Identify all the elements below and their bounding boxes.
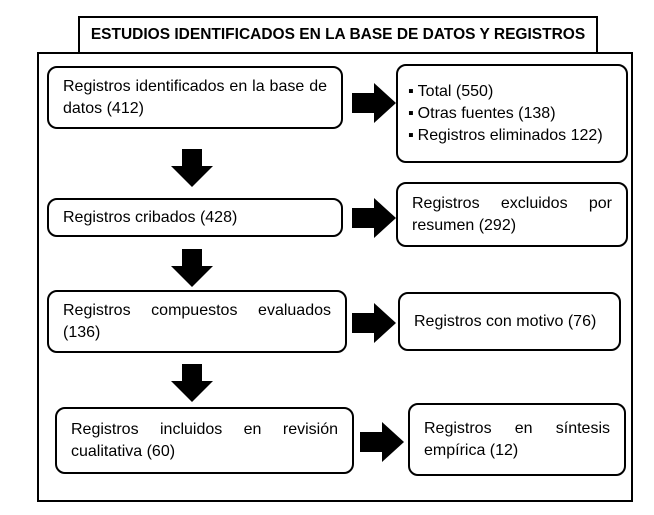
box-excluded-by-abstract-text: Registros excluidos por resumen (292)	[412, 194, 612, 234]
box-qualitative-review-text: Registros incluidos en revisión cualitat…	[71, 420, 338, 460]
box-evaluated-records: Registros compuestos evaluados (136)	[47, 290, 347, 353]
diagram-title: ESTUDIOS IDENTIFICADOS EN LA BASE DE DAT…	[78, 16, 598, 54]
source-counts-list: Total (550) Otras fuentes (138) Registro…	[408, 81, 616, 147]
box-evaluated-records-text: Registros compuestos evaluados (136)	[63, 301, 331, 341]
box-empirical-synthesis: Registros en síntesis empírica (12)	[408, 403, 626, 476]
box-empirical-synthesis-text: Registros en síntesis empírica (12)	[424, 419, 610, 459]
box-screened-records: Registros cribados (428)	[47, 198, 343, 237]
arrow-down-1	[171, 149, 213, 187]
box-source-counts: Total (550) Otras fuentes (138) Registro…	[396, 64, 628, 163]
arrow-right-2	[352, 198, 396, 238]
box-records-with-reason: Registros con motivo (76)	[398, 292, 621, 351]
box-identified-records: Registros identificados en la base de da…	[47, 66, 343, 129]
box-records-with-reason-text: Registros con motivo (76)	[414, 312, 597, 330]
box-excluded-by-abstract: Registros excluidos por resumen (292)	[396, 182, 628, 247]
bullet-other-sources: Otras fuentes (138)	[408, 103, 616, 125]
bullet-total: Total (550)	[408, 81, 616, 103]
box-identified-records-text: Registros identificados en la base de da…	[63, 77, 327, 117]
diagram-title-text: ESTUDIOS IDENTIFICADOS EN LA BASE DE DAT…	[90, 26, 586, 43]
box-qualitative-review: Registros incluidos en revisión cualitat…	[55, 407, 354, 474]
bullet-removed-records: Registros eliminados 122)	[408, 125, 616, 147]
arrow-right-4	[360, 422, 404, 462]
arrow-down-2	[171, 249, 213, 287]
arrow-down-3	[171, 364, 213, 402]
box-screened-records-text: Registros cribados (428)	[63, 208, 238, 226]
arrow-right-3	[352, 303, 396, 343]
arrow-right-1	[352, 83, 396, 123]
